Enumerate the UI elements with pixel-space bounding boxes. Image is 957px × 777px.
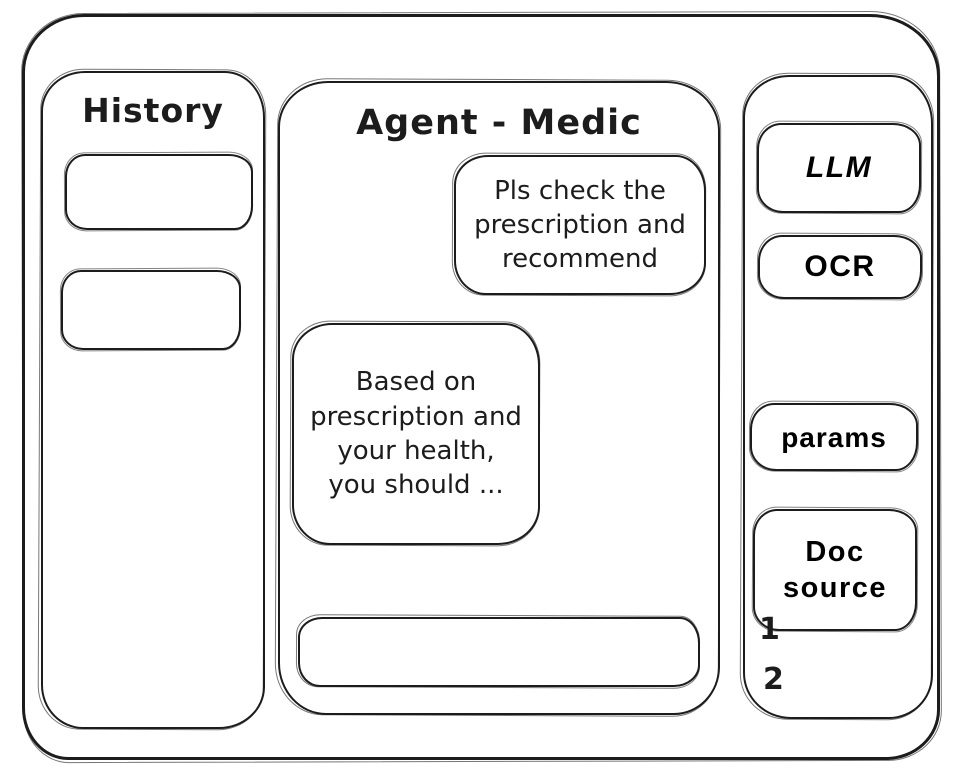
- tools-sidebar: LLM OCR params Doc source 1 2: [743, 75, 933, 719]
- assistant-message-text: Based on prescription and your health, y…: [310, 367, 522, 501]
- doc-source-item-1[interactable]: 1: [759, 612, 780, 647]
- message-input[interactable]: [300, 619, 698, 685]
- history-item[interactable]: [61, 270, 241, 350]
- doc-source-item-2[interactable]: 2: [763, 662, 784, 697]
- user-message-bubble: Pls check the prescription and recommend: [454, 155, 706, 295]
- history-title: History: [82, 91, 224, 130]
- app-window: History Agent - Medic Pls check the pres…: [22, 14, 940, 760]
- doc-source-button[interactable]: Doc source: [753, 509, 917, 631]
- llm-button[interactable]: LLM: [757, 123, 921, 213]
- chat-title: Agent - Medic: [356, 103, 642, 143]
- user-message-text: Pls check the prescription and recommend: [474, 175, 686, 275]
- history-item[interactable]: [65, 154, 253, 230]
- chat-panel: Agent - Medic Pls check the prescription…: [278, 81, 720, 715]
- message-input-box[interactable]: [298, 617, 700, 687]
- params-button[interactable]: params: [750, 403, 918, 471]
- assistant-message-bubble: Based on prescription and your health, y…: [292, 323, 540, 545]
- history-sidebar: History: [41, 71, 265, 729]
- ocr-button[interactable]: OCR: [758, 235, 922, 299]
